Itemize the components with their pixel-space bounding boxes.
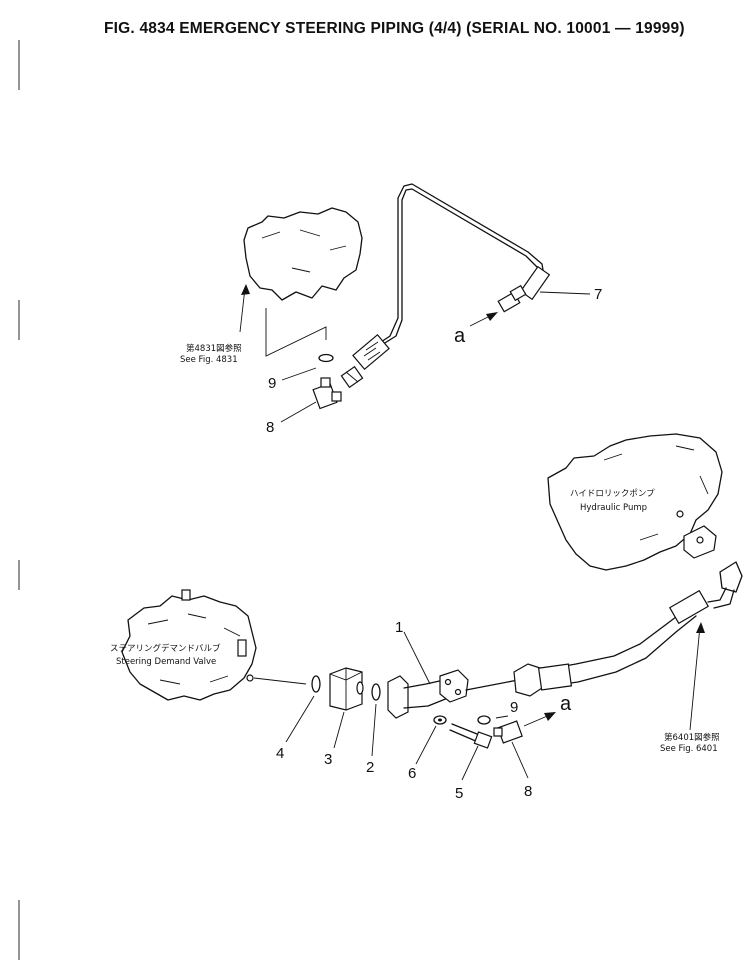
o-ring-9-bottom [477, 715, 491, 725]
note-fig6401-jp: 第6401図参照 [664, 732, 720, 743]
adapter-block-3 [329, 667, 364, 711]
elbow-8-bottom [493, 720, 523, 744]
fitting-near-elbow [340, 365, 364, 389]
washer-6 [433, 715, 447, 725]
callout-1: 1 [395, 619, 403, 636]
callout-4: 4 [276, 745, 284, 762]
pump-hose-sleeve [668, 589, 710, 625]
bottom-hose [465, 605, 697, 691]
note-fig6401-en: See Fig. 6401 [660, 744, 718, 754]
note-pump-jp: ハイドロリックポンプ [570, 489, 655, 499]
steering-demand-valve-outline [121, 595, 257, 701]
bolt-5 [449, 723, 493, 749]
o-ring-4 [311, 675, 321, 693]
callout-9-top: 9 [268, 375, 276, 392]
callout-3: 3 [324, 751, 332, 768]
callout-6: 6 [408, 765, 416, 782]
figure-title: FIG. 4834 EMERGENCY STEERING PIPING (4/4… [104, 20, 685, 37]
note-valve-en: Steering Demand Valve [116, 657, 216, 667]
o-ring-9-top [318, 353, 334, 363]
elbow-8-top [312, 377, 342, 410]
connection-label-a-top: a [454, 325, 466, 347]
pump-elbow-pipe [719, 561, 743, 593]
note-pump-en: Hydraulic Pump [580, 503, 647, 513]
callout-8-top: 8 [266, 419, 274, 436]
callout-2: 2 [366, 759, 374, 776]
note-fig4831-jp: 第4831図参照 [186, 343, 242, 354]
callout-8-bottom: 8 [524, 783, 532, 800]
note-fig4831-en: See Fig. 4831 [180, 355, 238, 365]
top-hose [371, 183, 545, 349]
hose-coupling [513, 663, 543, 697]
fitting-a-top [497, 284, 527, 313]
note-valve-jp: ステアリングデマンドバルブ [110, 643, 221, 654]
connection-label-a-bottom: a [560, 693, 572, 715]
callout-5: 5 [455, 785, 463, 802]
hose-sleeve-right [519, 265, 551, 301]
hose-sleeve-left [352, 333, 390, 371]
callout-9-bottom: 9 [510, 699, 518, 716]
hydraulic-pump-outline [547, 433, 723, 571]
o-ring-2 [371, 683, 381, 701]
flange-tube-1 [387, 669, 469, 719]
top-component-outline [243, 207, 363, 301]
callout-7: 7 [594, 286, 602, 303]
